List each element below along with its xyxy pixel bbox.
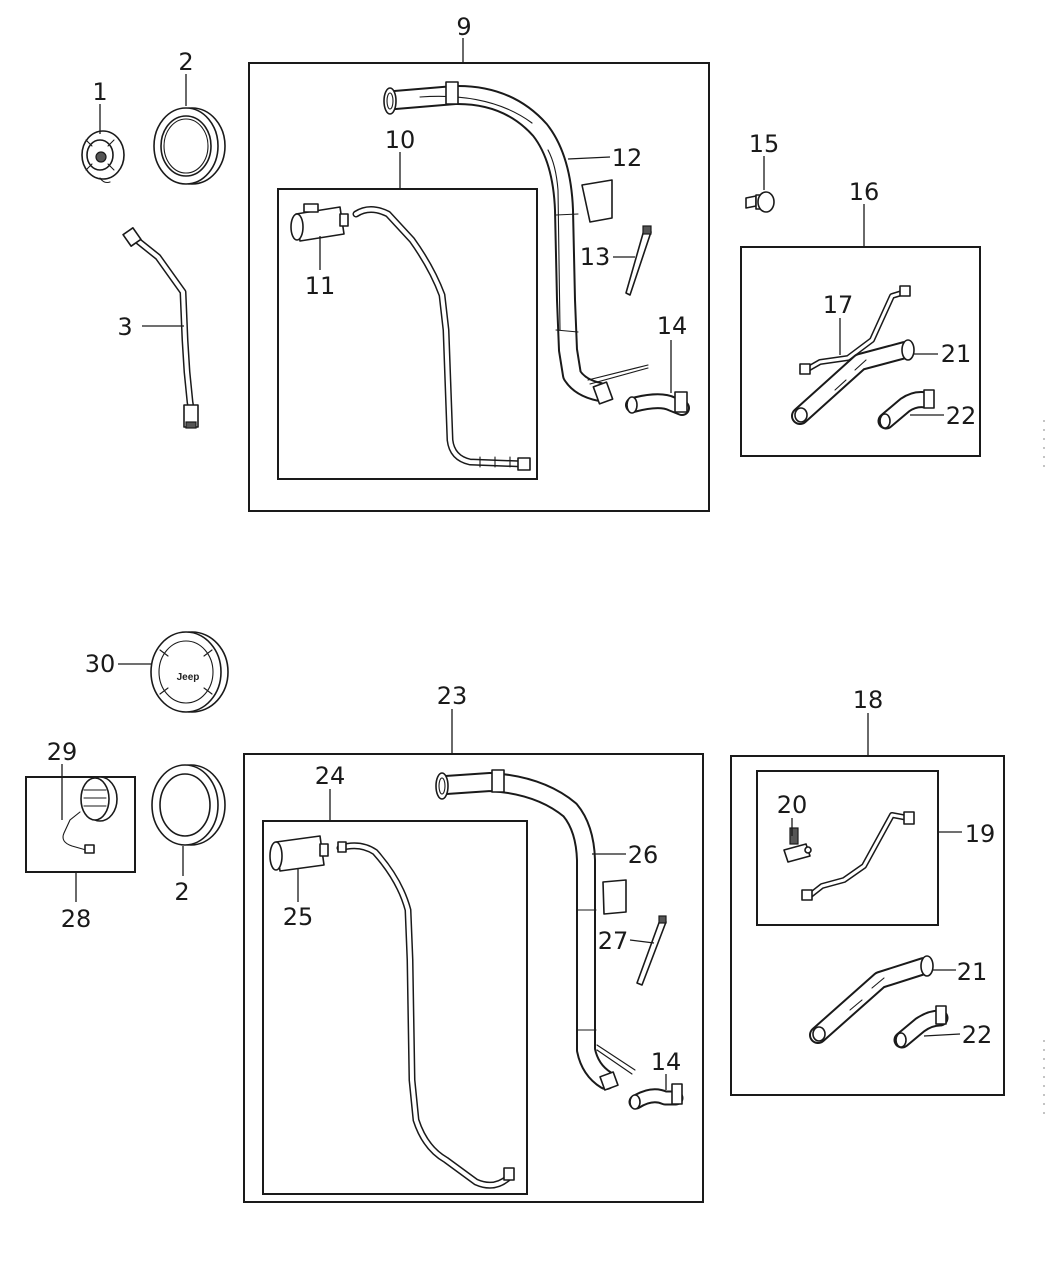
box-28-fuel-cap bbox=[25, 776, 136, 873]
part-20-sensor-connector bbox=[783, 827, 812, 863]
part-2-fuel-filler-bezel bbox=[153, 107, 226, 185]
part-22-hose-elbow bbox=[877, 389, 935, 430]
callout-14: 14 bbox=[657, 312, 688, 340]
box-24-vent-hose-assembly bbox=[262, 820, 528, 1195]
callout-12: 12 bbox=[612, 144, 643, 172]
callout-21: 21 bbox=[957, 958, 988, 986]
box-9-filler-tube-assembly bbox=[248, 62, 710, 512]
callout-1: 1 bbox=[92, 78, 107, 106]
part-17-wiring-harness bbox=[799, 285, 911, 375]
part-3-vapor-line bbox=[122, 227, 199, 429]
callout-10: 10 bbox=[385, 126, 416, 154]
box-10-vent-hose-assembly bbox=[277, 188, 538, 480]
callout-30: 30 bbox=[85, 650, 116, 678]
callout-16: 16 bbox=[849, 178, 880, 206]
callout-18: 18 bbox=[853, 686, 884, 714]
callout-9: 9 bbox=[456, 13, 471, 41]
box-23-filler-tube-assembly bbox=[243, 753, 704, 1203]
callout-22: 22 bbox=[946, 402, 977, 430]
part-15-bolt bbox=[745, 191, 775, 213]
callout-24: 24 bbox=[315, 762, 346, 790]
part-30-fuel-door: Jeep bbox=[150, 631, 229, 713]
part-14-hose-elbow bbox=[625, 391, 690, 416]
callout-13: 13 bbox=[580, 243, 611, 271]
box-19-wiring bbox=[756, 770, 939, 926]
callout-27: 27 bbox=[598, 927, 629, 955]
part-9-fuel-filler-tube bbox=[383, 81, 649, 405]
callout-14: 14 bbox=[651, 1048, 682, 1076]
callout-11: 11 bbox=[305, 272, 336, 300]
callout-17: 17 bbox=[823, 291, 854, 319]
part-2-fuel-filler-bezel bbox=[151, 764, 226, 846]
callout-21: 21 bbox=[941, 340, 972, 368]
callout-22: 22 bbox=[962, 1021, 993, 1049]
callout-20: 20 bbox=[777, 791, 808, 819]
callout-25: 25 bbox=[283, 903, 314, 931]
callout-29: 29 bbox=[47, 738, 78, 766]
part-26-fuel-filler-tube bbox=[435, 769, 636, 1091]
part-21-filler-tube-section bbox=[791, 339, 915, 425]
part-25-vent-canister bbox=[269, 835, 329, 872]
box-16-hose-kit bbox=[740, 246, 981, 457]
callout-28: 28 bbox=[61, 905, 92, 933]
part-24-vent-hose bbox=[336, 841, 515, 1189]
part-27-tie-strap bbox=[636, 915, 667, 986]
part-14-hose-elbow bbox=[628, 1083, 684, 1110]
part-29-fuel-cap-with-tether bbox=[62, 776, 118, 854]
part-11-vent-canister bbox=[290, 203, 349, 242]
jeep-logo-text: Jeep bbox=[177, 672, 200, 683]
part-13-tie-strap bbox=[625, 225, 652, 296]
callout-26: 26 bbox=[628, 841, 659, 869]
part-10-vent-hose bbox=[352, 206, 531, 471]
callout-15: 15 bbox=[749, 130, 780, 158]
leader-lines bbox=[61, 38, 962, 1090]
callout-19: 19 bbox=[965, 820, 996, 848]
callout-23: 23 bbox=[437, 682, 468, 710]
callout-2: 2 bbox=[178, 48, 193, 76]
part-22-hose-elbow bbox=[893, 1005, 949, 1049]
callout-3: 3 bbox=[117, 313, 132, 341]
part-1-fuel-cap bbox=[81, 130, 125, 184]
part-19-wiring-harness bbox=[801, 811, 915, 901]
part-21-filler-tube-section bbox=[809, 955, 934, 1044]
callout-2: 2 bbox=[174, 878, 189, 906]
